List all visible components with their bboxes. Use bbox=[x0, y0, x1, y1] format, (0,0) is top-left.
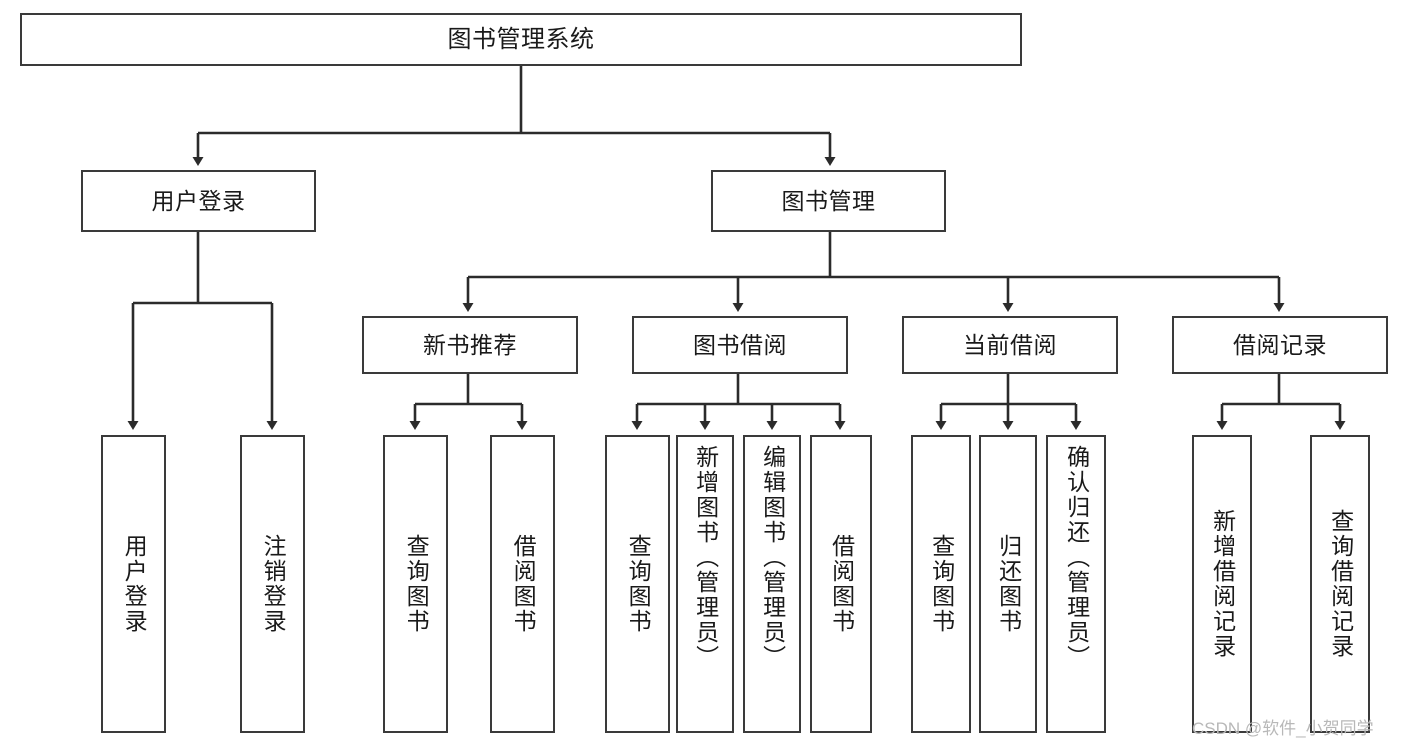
node-label: 当前借阅 bbox=[963, 331, 1057, 358]
node-label: 图书管理系统 bbox=[447, 25, 595, 53]
leaf-borrow-book[interactable]: 借阅图书 bbox=[810, 435, 872, 733]
node-label: 新增图书（管理员） bbox=[692, 445, 719, 670]
node-label: 借阅记录 bbox=[1233, 331, 1327, 358]
node-user-login[interactable]: 用户登录 bbox=[81, 170, 316, 232]
node-root-system[interactable]: 图书管理系统 bbox=[20, 13, 1022, 66]
node-label: 查询借阅记录 bbox=[1327, 509, 1354, 659]
node-label: 新增借阅记录 bbox=[1209, 509, 1236, 659]
node-label: 查询图书 bbox=[625, 534, 652, 634]
node-label: 归还图书 bbox=[995, 534, 1022, 634]
leaf-add-book-admin[interactable]: 新增图书（管理员） bbox=[676, 435, 734, 733]
node-borrow-record[interactable]: 借阅记录 bbox=[1172, 316, 1388, 374]
leaf-return-book[interactable]: 归还图书 bbox=[979, 435, 1037, 733]
csdn-watermark: CSDN @软件_小贺同学 bbox=[1192, 719, 1374, 738]
leaf-edit-book-admin[interactable]: 编辑图书（管理员） bbox=[743, 435, 801, 733]
leaf-query-book-borrow[interactable]: 查询图书 bbox=[605, 435, 670, 733]
node-label: 用户登录 bbox=[151, 187, 246, 214]
node-book-borrow[interactable]: 图书借阅 bbox=[632, 316, 848, 374]
node-label: 注销登录 bbox=[260, 534, 287, 634]
node-label: 查询图书 bbox=[403, 534, 430, 634]
node-current-borrow[interactable]: 当前借阅 bbox=[902, 316, 1118, 374]
node-new-book-recommend[interactable]: 新书推荐 bbox=[362, 316, 578, 374]
leaf-confirm-return-admin[interactable]: 确认归还（管理员） bbox=[1046, 435, 1106, 733]
node-label: 编辑图书（管理员） bbox=[759, 445, 786, 670]
leaf-user-login[interactable]: 用户登录 bbox=[101, 435, 166, 733]
node-label: 借阅图书 bbox=[510, 534, 537, 634]
node-label: 新书推荐 bbox=[423, 331, 517, 358]
node-book-management[interactable]: 图书管理 bbox=[711, 170, 946, 232]
node-label: 确认归还（管理员） bbox=[1063, 445, 1090, 670]
node-label: 借阅图书 bbox=[828, 534, 855, 634]
leaf-logout-login[interactable]: 注销登录 bbox=[240, 435, 305, 733]
leaf-borrow-book-new[interactable]: 借阅图书 bbox=[490, 435, 555, 733]
node-label: 图书借阅 bbox=[693, 331, 787, 358]
leaf-query-book-new[interactable]: 查询图书 bbox=[383, 435, 448, 733]
leaf-query-borrow-record[interactable]: 查询借阅记录 bbox=[1310, 435, 1370, 733]
leaf-query-book-current[interactable]: 查询图书 bbox=[911, 435, 971, 733]
node-label: 用户登录 bbox=[121, 534, 148, 634]
leaf-add-borrow-record[interactable]: 新增借阅记录 bbox=[1192, 435, 1252, 733]
node-label: 图书管理 bbox=[781, 187, 876, 214]
node-label: 查询图书 bbox=[928, 534, 955, 634]
